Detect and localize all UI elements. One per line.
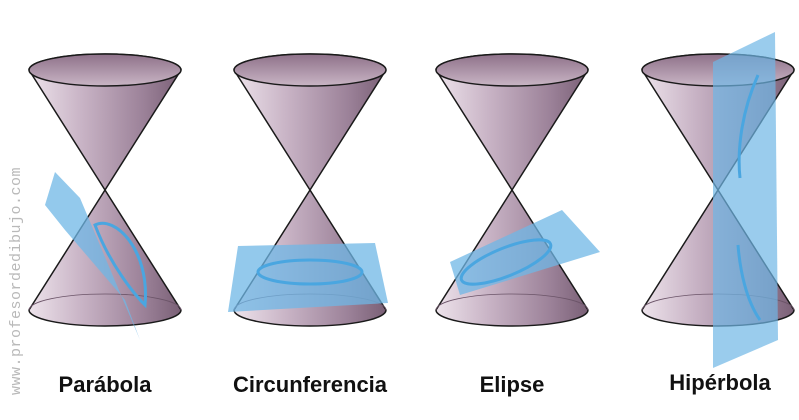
watermark-text: www.profesordedibujo.com [8,167,25,395]
label-circunferencia: Circunferencia [233,372,387,398]
ellipse-group [436,54,600,326]
parabola-group [29,54,181,340]
label-hiperbola: Hipérbola [669,370,770,396]
upper-cone-rim-2 [436,54,588,86]
cutting-plane [228,243,388,312]
label-parabola: Parábola [59,372,152,398]
upper-cone-rim-1 [234,54,386,86]
hyperbola-group [642,32,794,368]
label-elipse: Elipse [480,372,545,398]
cutting-plane [713,32,778,368]
upper-cone-rim-0 [29,54,181,86]
circle-group [228,54,388,326]
